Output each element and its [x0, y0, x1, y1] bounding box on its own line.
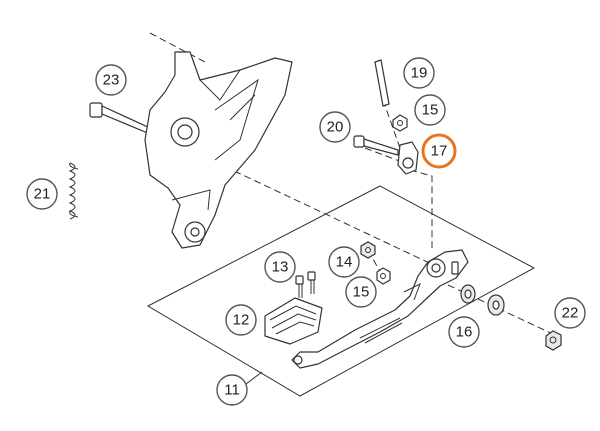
- gear-lever: [291, 249, 469, 369]
- axis-line-19: [382, 99, 401, 149]
- part-17-clevis: [397, 141, 419, 175]
- part-21-spring: [68, 162, 79, 220]
- callout-label: 19: [411, 65, 428, 82]
- part-14-nut: [360, 241, 376, 259]
- callout-label: 16: [456, 324, 473, 341]
- callout-label: 15: [353, 284, 370, 301]
- part-16-bushings: [460, 284, 505, 316]
- part-19-pin: [374, 59, 390, 107]
- footrest-bracket: [144, 51, 293, 249]
- callout-17[interactable]: 17: [421, 133, 457, 169]
- part-22-nut: [545, 330, 562, 351]
- callout-23[interactable]: 23: [95, 64, 127, 96]
- callout-label: 21: [34, 186, 51, 203]
- callout-label: 17: [431, 143, 448, 160]
- callout-19[interactable]: 19: [403, 57, 435, 89]
- part-15-nut-upper: [392, 114, 408, 132]
- leader-line-11: [245, 371, 263, 385]
- part-12-footpeg-plate: [264, 297, 323, 345]
- callout-label: 13: [272, 259, 289, 276]
- callout-label: 20: [327, 119, 344, 136]
- callout-20[interactable]: 20: [319, 111, 351, 143]
- callout-22[interactable]: 22: [554, 297, 586, 329]
- axis-line-17: [409, 169, 433, 248]
- part-15-nut-lower: [376, 267, 391, 285]
- axis-line-20: [364, 147, 411, 166]
- callout-21[interactable]: 21: [26, 178, 58, 210]
- callout-label: 15: [422, 102, 439, 119]
- callout-label: 11: [224, 382, 240, 399]
- callout-11[interactable]: 11: [216, 374, 248, 406]
- callout-15-upper[interactable]: 15: [414, 94, 446, 126]
- callout-label: 12: [233, 312, 250, 329]
- callout-label: 14: [336, 254, 353, 271]
- callout-12[interactable]: 12: [225, 304, 257, 336]
- part-13-screws: [295, 271, 316, 298]
- callout-14[interactable]: 14: [328, 246, 360, 278]
- callout-label: 22: [562, 305, 579, 322]
- assembly-11-frame: [146, 185, 536, 397]
- part-20-bolt: [353, 135, 399, 156]
- part-23-bolt: [89, 102, 151, 135]
- callout-13[interactable]: 13: [264, 251, 296, 283]
- callout-16[interactable]: 16: [448, 316, 480, 348]
- callout-15-lower[interactable]: 15: [345, 276, 377, 308]
- callout-label: 23: [103, 72, 120, 89]
